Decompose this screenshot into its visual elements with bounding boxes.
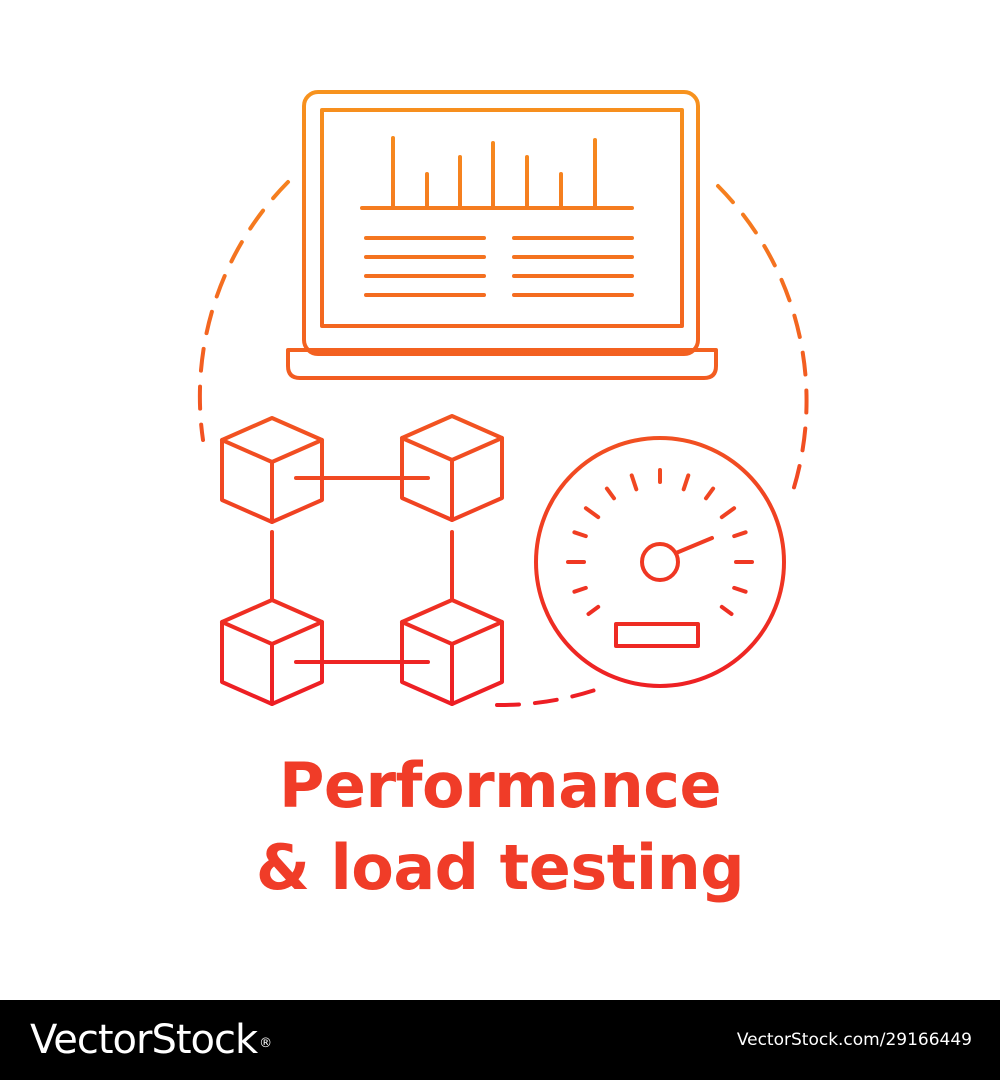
speedometer-icon — [534, 436, 786, 688]
bar-chart-icon — [360, 136, 634, 210]
cube-icon — [400, 598, 504, 706]
title-line-1: Performance — [278, 749, 722, 822]
concept-illustration — [197, 90, 809, 708]
gauge-needle — [674, 536, 714, 555]
brand-name: VectorStock — [30, 1017, 258, 1063]
title-line-2: & load testing — [255, 831, 745, 904]
cube-icon — [220, 416, 324, 524]
gauge-display — [614, 622, 700, 648]
text-lines-icon — [364, 236, 634, 297]
gauge-ticks — [566, 468, 754, 616]
image-id-label: VectorStock.com/29166449 — [736, 1030, 972, 1050]
concept-title: Performance & load testing — [0, 745, 1000, 909]
dashed-circle — [197, 180, 809, 708]
laptop-icon — [286, 90, 718, 380]
cube-icon — [220, 598, 324, 706]
registered-mark: ® — [259, 1036, 272, 1051]
cube-icon — [400, 414, 504, 522]
watermark-bar: VectorStock® VectorStock.com/29166449 — [0, 1000, 1000, 1080]
blockchain-cubes-icon — [220, 414, 504, 706]
vectorstock-logo: VectorStock® — [30, 1014, 272, 1066]
